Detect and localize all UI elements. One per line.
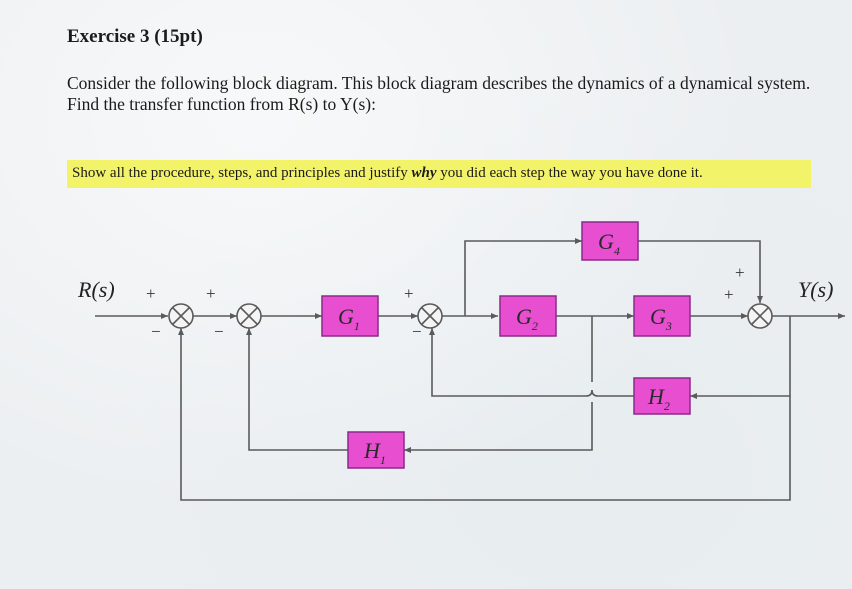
h1-sub: 1 — [380, 453, 386, 467]
instruction-before: Show all the procedure, steps, and princ… — [72, 165, 412, 181]
block-h2: H2 — [633, 377, 691, 415]
line-to-h1 — [404, 402, 593, 453]
svg-text:G2: G2 — [516, 304, 538, 333]
output-label: Y(s) — [798, 277, 833, 302]
block-g4: G4 — [581, 221, 639, 261]
svg-text:G1: G1 — [338, 304, 360, 333]
g2-main: G — [516, 304, 532, 329]
sign-sj3-in: + — [404, 284, 414, 303]
h2-sub: 2 — [664, 399, 670, 413]
summing-junction-2 — [236, 303, 262, 329]
summing-junctions — [168, 303, 773, 329]
exercise-title: Exercise 3 (15pt) — [67, 26, 203, 47]
sign-sj1-fb: − — [151, 322, 161, 341]
summing-junction-4 — [747, 303, 773, 329]
question-text: Consider the following block diagram. Th… — [67, 73, 811, 114]
sign-sj1-in: + — [146, 284, 156, 303]
block-g3: G3 — [633, 295, 691, 337]
svg-text:G3: G3 — [650, 304, 672, 333]
block-g1: G1 — [321, 295, 379, 337]
signal-lines — [95, 238, 845, 501]
instruction-emphasis: why — [411, 165, 437, 181]
sign-sj3-fb: − — [412, 322, 422, 341]
line-h1-to-sj2 — [246, 328, 348, 451]
line-g4-to-sj4 — [638, 240, 763, 303]
line-h2-to-sj3 — [429, 328, 586, 397]
line-outer-feedback — [178, 328, 791, 501]
g3-sub: 3 — [665, 319, 672, 333]
block-h1: H1 — [347, 431, 405, 469]
g3-main: G — [650, 304, 666, 329]
sign-sj4-top: + — [735, 263, 745, 282]
block-g2: G2 — [499, 295, 557, 337]
svg-text:G4: G4 — [598, 229, 620, 258]
input-label: R(s) — [77, 277, 115, 302]
g4-sub: 4 — [614, 244, 620, 258]
g1-sub: 1 — [354, 319, 360, 333]
summing-junction-3 — [417, 303, 443, 329]
h1-main: H — [363, 438, 381, 463]
summing-junction-1 — [168, 303, 194, 329]
svg-text:H1: H1 — [363, 438, 386, 467]
svg-text:H2: H2 — [647, 384, 670, 413]
g1-main: G — [338, 304, 354, 329]
instruction-after: you did each step the way you have done … — [436, 165, 703, 181]
sign-sj2-in: + — [206, 284, 216, 303]
instruction-highlight — [67, 160, 811, 188]
line-to-g4 — [464, 238, 582, 316]
h2-main: H — [647, 384, 665, 409]
g4-main: G — [598, 229, 614, 254]
sign-sj4-in: + — [724, 285, 734, 304]
instruction-text: Show all the procedure, steps, and princ… — [72, 165, 703, 182]
g2-sub: 2 — [532, 319, 538, 333]
line-y-to-h2 — [690, 316, 791, 399]
sign-sj2-fb: − — [214, 322, 224, 341]
crossover-h2 — [585, 389, 599, 397]
